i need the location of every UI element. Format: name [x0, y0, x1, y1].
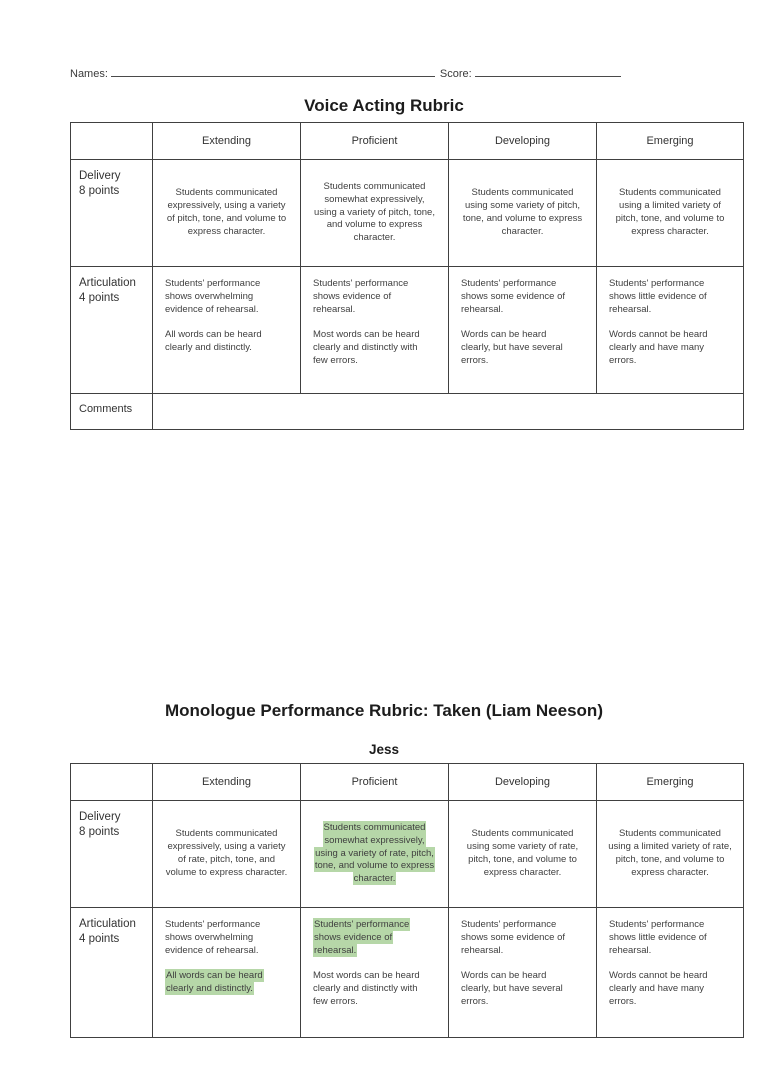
cell-text: Words cannot be heard clearly and have m… — [609, 970, 708, 1007]
cell-paragraph: Students communicated somewhat expressiv… — [312, 821, 437, 886]
cell-text: Students communicated using some variety… — [462, 187, 583, 237]
cell-text: Students communicated using a limited va… — [615, 187, 725, 237]
column-header-developing: Developing — [448, 122, 597, 160]
cell-paragraph: Students communicated expressively, usin… — [164, 187, 289, 238]
cell-delivery-developing: Students communicated using some variety… — [448, 800, 597, 908]
cell-text: Students communicated using a limited va… — [608, 828, 732, 878]
cell-delivery-extending: Students communicated expressively, usin… — [152, 800, 301, 908]
monologue-rubric-table: Extending Proficient Developing Emerging… — [70, 763, 744, 1038]
cell-paragraph: Words cannot be heard clearly and have m… — [609, 970, 719, 1008]
voice-delivery-row: Delivery 8 points Students communicated … — [70, 159, 744, 267]
cell-paragraph: All words can be heard clearly and disti… — [165, 969, 276, 996]
cell-delivery-proficient: Students communicated somewhat expressiv… — [300, 800, 449, 908]
cell-text: Words can be heard clearly, but have sev… — [461, 329, 563, 366]
comments-cell — [152, 393, 744, 430]
cell-text: Words can be heard clearly, but have sev… — [461, 970, 563, 1007]
score-blank-line — [474, 66, 621, 77]
voice-articulation-row: Articulation 4 points Students' performa… — [70, 266, 744, 394]
names-label: Names: — [70, 68, 108, 80]
cell-text: Students' performance shows overwhelming… — [165, 919, 261, 956]
cell-articulation-emerging: Students' performance shows little evide… — [596, 266, 744, 394]
cell-articulation-proficient: Students' performance shows evidence of … — [300, 266, 449, 394]
document-page: Names: Score: Voice Acting Rubric Extendi… — [0, 66, 768, 1090]
cell-articulation-developing: Students' performance shows some evidenc… — [448, 907, 597, 1038]
monologue-delivery-row: Delivery 8 points Students communicated … — [70, 800, 744, 908]
cell-paragraph: Students communicated using some variety… — [460, 828, 585, 879]
column-header-proficient: Proficient — [300, 122, 449, 160]
cell-paragraph: Words can be heard clearly, but have sev… — [461, 970, 572, 1008]
cell-paragraph: Students' performance shows evidence of … — [313, 918, 424, 957]
corner-cell — [70, 122, 153, 160]
cell-text: Students communicated expressively, usin… — [166, 187, 287, 237]
row-label-articulation: Articulation 4 points — [70, 907, 153, 1038]
student-name-subtitle: Jess — [368, 742, 400, 757]
column-header-extending: Extending — [152, 122, 301, 160]
cell-paragraph: Most words can be heard clearly and dist… — [313, 970, 424, 1008]
column-header-emerging: Emerging — [596, 763, 744, 801]
cell-text: Students communicated expressively, usin… — [165, 828, 288, 878]
cell-paragraph: Students' performance shows some evidenc… — [461, 278, 572, 316]
cell-paragraph: Students communicated expressively, usin… — [164, 828, 289, 879]
cell-paragraph: Words cannot be heard clearly and have m… — [609, 329, 719, 367]
row-label-delivery: Delivery 8 points — [70, 800, 153, 908]
cell-paragraph: Students communicated using a limited va… — [608, 187, 732, 238]
cell-paragraph: Students communicated using some variety… — [460, 187, 585, 238]
column-header-developing: Developing — [448, 763, 597, 801]
corner-cell — [70, 763, 153, 801]
cell-text: Students' performance shows little evide… — [609, 919, 707, 956]
cell-text: All words can be heard clearly and disti… — [165, 329, 262, 354]
names-blank-line — [110, 66, 435, 77]
cell-text: Words cannot be heard clearly and have m… — [609, 329, 708, 366]
cell-text: Students' performance shows evidence of … — [313, 278, 409, 315]
monologue-header-row: Extending Proficient Developing Emerging — [70, 763, 744, 801]
cell-text: Students' performance shows some evidenc… — [461, 278, 566, 315]
cell-text: Students' performance shows little evide… — [609, 278, 707, 315]
cell-paragraph: Students' performance shows overwhelming… — [165, 278, 276, 316]
row-label-delivery: Delivery 8 points — [70, 159, 153, 267]
cell-articulation-extending: Students' performance shows overwhelming… — [152, 266, 301, 394]
cell-paragraph: Words can be heard clearly, but have sev… — [461, 329, 572, 367]
cell-text: Students' performance shows overwhelming… — [165, 278, 261, 315]
column-header-emerging: Emerging — [596, 122, 744, 160]
cell-delivery-emerging: Students communicated using a limited va… — [596, 800, 744, 908]
cell-articulation-extending: Students' performance shows overwhelming… — [152, 907, 301, 1038]
cell-paragraph: Students' performance shows some evidenc… — [461, 919, 572, 957]
cell-text: Most words can be heard clearly and dist… — [313, 329, 420, 366]
cell-paragraph: Students' performance shows little evide… — [609, 278, 719, 316]
highlighted-text: Students' performance shows evidence of … — [313, 918, 411, 957]
column-header-proficient: Proficient — [300, 763, 449, 801]
monologue-articulation-row: Articulation 4 points Students' performa… — [70, 907, 744, 1038]
cell-delivery-extending: Students communicated expressively, usin… — [152, 159, 301, 267]
cell-paragraph: Students' performance shows evidence of … — [313, 278, 424, 316]
cell-delivery-emerging: Students communicated using a limited va… — [596, 159, 744, 267]
cell-text: Students communicated somewhat expressiv… — [314, 181, 435, 244]
cell-articulation-emerging: Students' performance shows little evide… — [596, 907, 744, 1038]
cell-articulation-developing: Students' performance shows some evidenc… — [448, 266, 597, 394]
voice-comments-row: Comments — [70, 393, 744, 430]
voice-header-row: Extending Proficient Developing Emerging — [70, 122, 744, 160]
voice-rubric-title: Voice Acting Rubric — [304, 96, 464, 115]
cell-delivery-developing: Students communicated using some variety… — [448, 159, 597, 267]
cell-paragraph: All words can be heard clearly and disti… — [165, 329, 276, 355]
cell-delivery-proficient: Students communicated somewhat expressiv… — [300, 159, 449, 267]
score-label: Score: — [439, 68, 472, 80]
cell-paragraph: Students' performance shows overwhelming… — [165, 919, 276, 957]
cell-paragraph: Students' performance shows little evide… — [609, 919, 719, 957]
cell-paragraph: Students communicated somewhat expressiv… — [312, 181, 437, 245]
cell-articulation-proficient: Students' performance shows evidence of … — [300, 907, 449, 1038]
names-score-row: Names: Score: — [70, 66, 768, 80]
row-label-comments: Comments — [70, 393, 153, 430]
cell-paragraph: Most words can be heard clearly and dist… — [313, 329, 424, 367]
cell-text: Most words can be heard clearly and dist… — [313, 970, 420, 1007]
monologue-rubric-title: Monologue Performance Rubric: Taken (Lia… — [165, 701, 603, 720]
column-header-extending: Extending — [152, 763, 301, 801]
voice-rubric-table: Extending Proficient Developing Emerging… — [70, 122, 744, 430]
cell-text: Students communicated using some variety… — [466, 828, 579, 878]
highlighted-text: All words can be heard clearly and disti… — [165, 969, 264, 996]
row-label-articulation: Articulation 4 points — [70, 266, 153, 394]
cell-text: Students' performance shows some evidenc… — [461, 919, 566, 956]
highlighted-text: Students communicated somewhat expressiv… — [313, 821, 436, 886]
cell-paragraph: Students communicated using a limited va… — [608, 828, 732, 879]
